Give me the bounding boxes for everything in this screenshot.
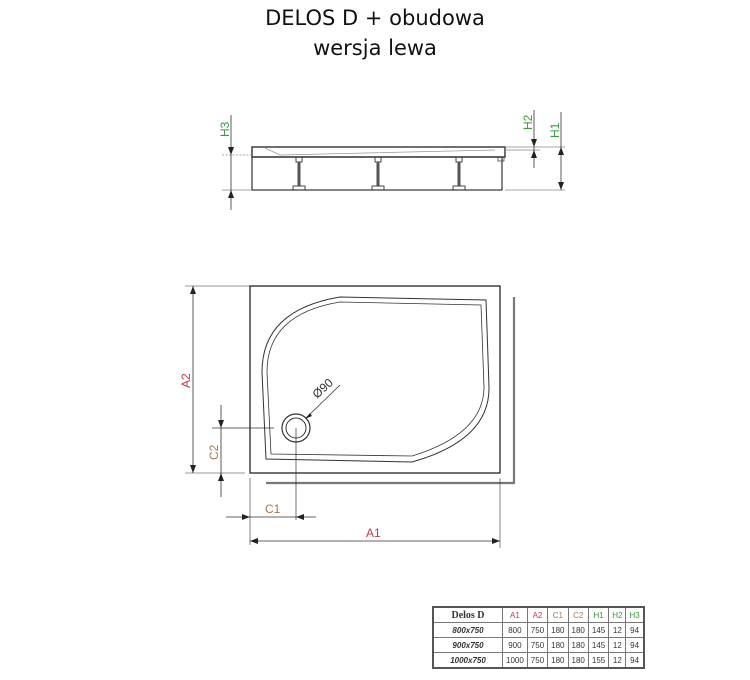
row-model: 800x750: [432, 622, 503, 638]
header-a2: A2: [526, 606, 549, 623]
spec-table: Delos D A1 A2 C1 C2 H1 H2 H3 800x750 800…: [432, 606, 645, 669]
cell-h3: 94: [625, 652, 645, 669]
cell-c2: 180: [567, 622, 589, 638]
header-h3: H3: [625, 606, 645, 623]
cell-c1: 180: [547, 622, 569, 638]
cell-h3: 94: [625, 637, 645, 653]
label-c1: C1: [265, 502, 281, 516]
cell-h1: 155: [587, 652, 610, 669]
cell-c2: 180: [567, 637, 589, 653]
row-model: 900x750: [432, 637, 503, 653]
cell-h3: 94: [625, 622, 645, 638]
cell-c1: 180: [547, 652, 569, 669]
cell-h1: 145: [587, 622, 610, 638]
label-h2: H2: [521, 114, 535, 130]
cell-a1: 800: [502, 622, 528, 638]
leg-1: [292, 156, 306, 191]
table-row: 900x750 900 750 180 180 145 12 94: [432, 637, 645, 653]
cell-a1: 900: [502, 637, 528, 653]
header-a1: A1: [502, 606, 528, 623]
cell-h2: 12: [608, 637, 627, 653]
drawing-title: DELOS D + obudowa: [265, 6, 485, 30]
drawing-subtitle: wersja lewa: [313, 36, 437, 60]
table-header-row: Delos D A1 A2 C1 C2 H1 H2 H3: [432, 606, 645, 623]
label-h3: H3: [218, 121, 232, 137]
table-row: 1000x750 1000 750 180 180 155 12 94: [432, 652, 645, 669]
row-model: 1000x750: [432, 652, 503, 669]
cell-a2: 750: [526, 622, 549, 638]
header-model: Delos D: [432, 606, 503, 623]
header-c1: C1: [547, 606, 569, 623]
cell-h2: 12: [608, 652, 627, 669]
cell-a2: 750: [526, 652, 549, 669]
header-h1: H1: [587, 606, 610, 623]
header-h2: H2: [608, 606, 627, 623]
header-c2: C2: [567, 606, 589, 623]
top-view: [185, 285, 516, 548]
side-view: [222, 110, 565, 210]
leg-2: [371, 156, 385, 191]
cell-c2: 180: [567, 652, 589, 669]
label-drain-diameter: Ø90: [310, 375, 336, 401]
label-c2: C2: [207, 444, 221, 460]
cell-h2: 12: [608, 622, 627, 638]
leg-3: [452, 156, 466, 191]
cell-a2: 750: [526, 637, 549, 653]
table-row: 800x750 800 750 180 180 145 12 94: [432, 622, 645, 638]
cell-h1: 145: [587, 637, 610, 653]
label-h1: H1: [548, 122, 562, 138]
label-a2: A2: [179, 373, 193, 388]
label-a1: A1: [366, 526, 381, 540]
cell-c1: 180: [547, 637, 569, 653]
cell-a1: 1000: [502, 652, 528, 669]
